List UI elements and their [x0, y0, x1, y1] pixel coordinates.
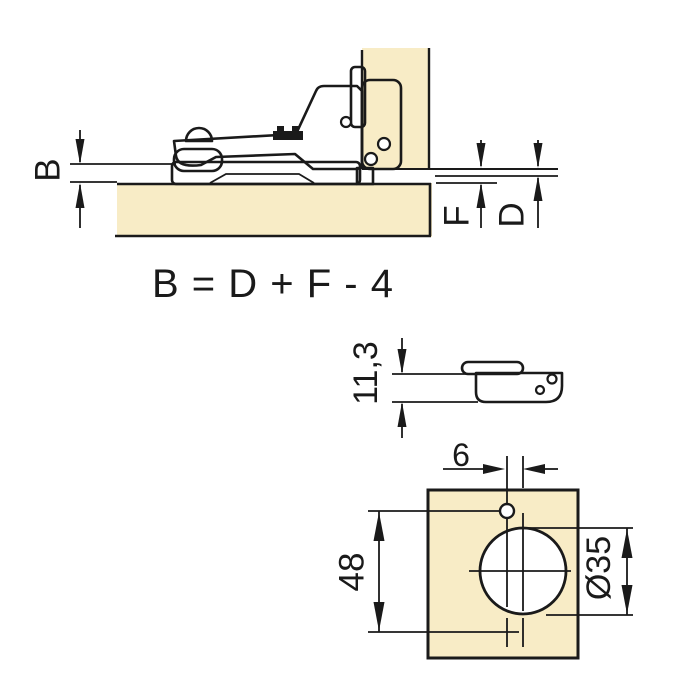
arrow-down-icon [533, 143, 543, 168]
cup-knuckle-foot [172, 147, 224, 173]
dimension-48: 48 [332, 510, 519, 633]
arrow-up-icon [373, 512, 385, 541]
plate-hole-upper [376, 136, 392, 152]
cabinet-panel-face [362, 48, 430, 169]
dimension-d: D [492, 140, 543, 228]
cabinet-side-panel [360, 48, 558, 170]
dimension-b-label: B [28, 158, 67, 181]
arrow-down-icon [397, 349, 407, 374]
adjustment-screw [273, 126, 303, 140]
screw-pilot-hole [498, 502, 516, 520]
dimension-11-3-label: 11,3 [347, 341, 385, 405]
arrow-up-icon [397, 402, 407, 427]
arm-screw-hole [339, 115, 353, 129]
cup-flange-plate [170, 160, 362, 186]
dimension-d-label: D [492, 202, 531, 227]
top-view-section: B F D [28, 48, 558, 238]
arrow-down-icon [75, 139, 85, 164]
mounting-plate-body [360, 78, 403, 171]
dimension-6: 6 [443, 437, 558, 474]
dimension-35-label: Ø35 [580, 536, 618, 600]
dimension-11-3: 11,3 [347, 338, 478, 438]
door-panel-face [117, 183, 432, 237]
arrow-left-icon [523, 464, 545, 474]
flange-detail-ridge [209, 173, 315, 184]
arrow-right-icon [483, 464, 505, 474]
drilling-pattern-view: 6 48 Ø35 [332, 437, 633, 660]
cup-hole-upper [546, 373, 558, 385]
dimension-f-label: F [437, 205, 476, 226]
arrow-down-icon [621, 585, 633, 614]
formula-text: B = D + F - 4 [152, 262, 394, 306]
cup-flange-cap [460, 360, 525, 376]
arrow-down-icon [476, 143, 486, 168]
door-panel [115, 182, 432, 238]
arrow-up-icon [621, 529, 633, 558]
dimension-diameter-35: Ø35 [523, 527, 633, 616]
arrow-up-icon [75, 183, 85, 208]
arrow-up-icon [533, 176, 543, 201]
dimension-6-label: 6 [452, 437, 470, 473]
cup-hole-lower [534, 384, 546, 396]
hinge-arm-body [172, 84, 364, 171]
cup-body [474, 371, 564, 404]
dimension-b: B [28, 130, 176, 228]
hinge-arm [172, 65, 367, 171]
plate-hole-lower [363, 151, 379, 167]
cup-side-view: 11,3 [347, 338, 564, 438]
arm-roller-bump [184, 126, 214, 143]
arm-side-flank [349, 65, 367, 129]
dimension-48-label: 48 [332, 553, 371, 592]
arrow-down-icon [373, 602, 385, 631]
arrow-up-icon [476, 183, 486, 208]
mounting-plate [339, 78, 403, 171]
dimension-f: F [437, 140, 486, 228]
